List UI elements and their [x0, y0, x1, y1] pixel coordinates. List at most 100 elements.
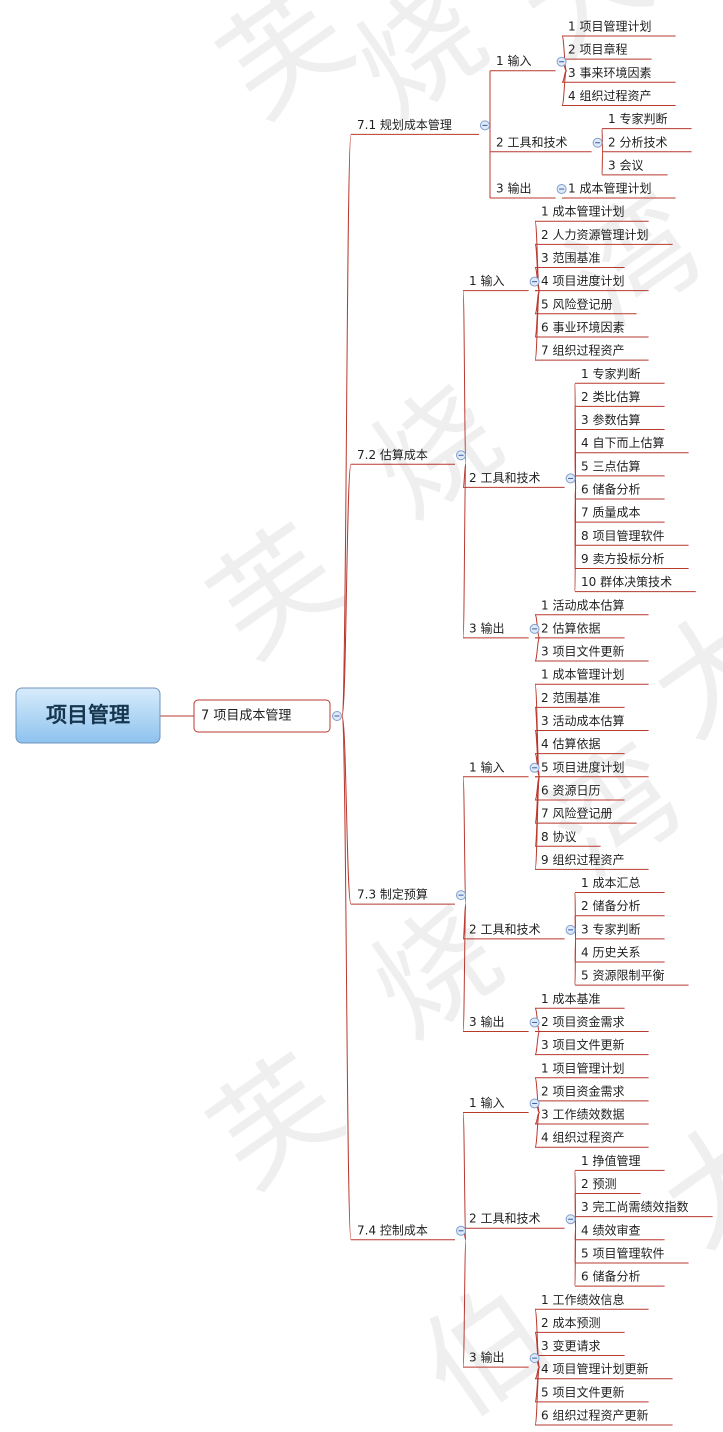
leaf-topic[interactable]: 4 项目管理计划更新 — [541, 1361, 648, 1376]
leaf-topic[interactable]: 10 群体决策技术 — [581, 575, 672, 589]
leaf-topic[interactable]: 4 绩效审查 — [581, 1222, 640, 1237]
topic-level3-4-1[interactable]: 1 输入 — [469, 1095, 504, 1110]
topic-level3-3-1[interactable]: 1 输入 — [469, 759, 504, 774]
leaf-topic[interactable]: 1 活动成本估算 — [541, 597, 624, 612]
leaf-topic[interactable]: 5 三点估算 — [581, 458, 640, 473]
leaf-topic[interactable]: 3 完工尚需绩效指数 — [581, 1199, 688, 1214]
collapse-toggle-icon[interactable] — [565, 473, 576, 484]
topic-level3-2-2[interactable]: 2 工具和技术 — [469, 471, 540, 485]
leaf-topic[interactable]: 1 项目管理计划 — [568, 19, 651, 34]
leaf-topic[interactable]: 3 变更请求 — [541, 1338, 600, 1353]
leaf-topic[interactable]: 1 项目管理计划 — [541, 1060, 624, 1075]
collapse-toggle-icon[interactable] — [529, 1353, 540, 1364]
leaf-topic[interactable]: 2 分析技术 — [608, 135, 667, 149]
collapse-toggle-icon[interactable] — [480, 120, 490, 131]
leaf-topic[interactable]: 1 成本管理计划 — [541, 667, 624, 682]
topic-node-cost-management[interactable]: 7 项目成本管理 — [193, 699, 331, 733]
topic-level3-3-2[interactable]: 2 工具和技术 — [469, 922, 540, 936]
leaf-topic[interactable]: 2 项目章程 — [568, 42, 627, 57]
topic-level3-3-3[interactable]: 3 输出 — [469, 1014, 504, 1029]
topic-level2-2[interactable]: 7.2 估算成本 — [357, 447, 428, 462]
topic-level3-1-3[interactable]: 3 输出 — [496, 181, 531, 196]
leaf-topic[interactable]: 2 类比估算 — [581, 389, 640, 404]
collapse-toggle-icon[interactable] — [556, 184, 567, 195]
collapse-toggle-icon[interactable] — [456, 890, 466, 901]
leaf-topic[interactable]: 3 项目文件更新 — [541, 1037, 624, 1052]
leaf-topic[interactable]: 2 储备分析 — [581, 898, 640, 913]
leaf-topic[interactable]: 4 项目进度计划 — [541, 273, 624, 288]
leaf-topic[interactable]: 2 估算依据 — [541, 620, 600, 635]
leaf-topic[interactable]: 1 成本基准 — [541, 992, 600, 1006]
topic-level3-4-3[interactable]: 3 输出 — [469, 1350, 504, 1365]
leaf-topic[interactable]: 6 事业环境因素 — [541, 319, 624, 334]
collapse-toggle-icon[interactable] — [529, 1017, 540, 1028]
collapse-toggle-icon[interactable] — [529, 276, 540, 287]
leaf-topic[interactable]: 4 自下而上估算 — [581, 435, 664, 450]
leaf-topic[interactable]: 3 事来环境因素 — [568, 65, 651, 80]
topic-level2-4[interactable]: 7.4 控制成本 — [357, 1223, 428, 1237]
leaf-topic[interactable]: 3 会议 — [608, 158, 643, 172]
leaf-topic[interactable]: 6 资源日历 — [541, 783, 600, 797]
watermark-glyph: 芙 — [187, 501, 365, 684]
leaf-topic[interactable]: 1 专家判断 — [581, 366, 640, 381]
leaf-topic[interactable]: 7 风险登记册 — [541, 806, 612, 821]
leaf-topic[interactable]: 3 项目文件更新 — [541, 644, 624, 659]
node-layer: 项目管理 7 项目成本管理 7.1 规划成本管理 1 输入 1 项目管理计划 2 项目章程… — [15, 19, 688, 1423]
leaf-topic[interactable]: 1 工作绩效信息 — [541, 1292, 624, 1307]
watermark-glyph: 芙 — [187, 1031, 365, 1214]
collapse-toggle-icon[interactable] — [565, 924, 576, 935]
leaf-topic[interactable]: 2 人力资源管理计划 — [541, 227, 648, 242]
topic-level2-3[interactable]: 7.3 制定预算 — [357, 887, 428, 902]
leaf-topic[interactable]: 1 成本汇总 — [581, 876, 640, 890]
leaf-topic[interactable]: 1 专家判断 — [608, 111, 667, 126]
leaf-topic[interactable]: 8 项目管理软件 — [581, 528, 664, 543]
leaf-topic[interactable]: 4 历史关系 — [581, 946, 640, 960]
collapse-toggle-icon[interactable] — [565, 1214, 576, 1225]
topic-level3-2-1[interactable]: 1 输入 — [469, 273, 504, 288]
collapse-toggle-icon[interactable] — [592, 137, 603, 148]
leaf-topic[interactable]: 8 协议 — [541, 829, 576, 844]
leaf-topic[interactable]: 4 组织过程资产 — [568, 88, 651, 103]
topic-level3-2-3[interactable]: 3 输出 — [469, 620, 504, 635]
collapse-toggle-icon[interactable] — [456, 450, 466, 461]
topic-level3-1-2[interactable]: 2 工具和技术 — [496, 135, 567, 149]
topic-level3-4-2[interactable]: 2 工具和技术 — [469, 1212, 540, 1226]
topic-level3-1-1[interactable]: 1 输入 — [496, 53, 531, 68]
leaf-topic[interactable]: 2 项目资金需求 — [541, 1014, 624, 1029]
collapse-toggle-icon[interactable] — [456, 1225, 466, 1236]
leaf-topic[interactable]: 7 质量成本 — [581, 506, 640, 520]
leaf-topic[interactable]: 7 组织过程资产 — [541, 343, 624, 358]
leaf-topic[interactable]: 3 专家判断 — [581, 921, 640, 936]
root-topic-node[interactable]: 项目管理 — [15, 687, 161, 744]
leaf-topic[interactable]: 3 活动成本估算 — [541, 713, 624, 728]
collapse-toggle-icon[interactable] — [529, 623, 540, 634]
leaf-topic[interactable]: 1 成本管理计划 — [541, 204, 624, 219]
leaf-topic[interactable]: 6 储备分析 — [581, 482, 640, 497]
leaf-topic[interactable]: 9 卖方投标分析 — [581, 551, 664, 566]
leaf-topic[interactable]: 5 项目进度计划 — [541, 759, 624, 774]
leaf-topic[interactable]: 5 资源限制平衡 — [581, 969, 664, 983]
leaf-topic[interactable]: 6 组织过程资产更新 — [541, 1408, 648, 1423]
leaf-topic[interactable]: 1 成本管理计划 — [568, 181, 651, 196]
topic-label: 7 项目成本管理 — [201, 709, 291, 724]
leaf-topic[interactable]: 3 参数估算 — [581, 412, 640, 427]
leaf-topic[interactable]: 2 成本预测 — [541, 1316, 600, 1330]
leaf-topic[interactable]: 3 范围基准 — [541, 251, 600, 265]
leaf-topic[interactable]: 9 组织过程资产 — [541, 852, 624, 867]
leaf-topic[interactable]: 2 范围基准 — [541, 691, 600, 705]
leaf-topic[interactable]: 6 储备分析 — [581, 1269, 640, 1284]
leaf-topic[interactable]: 4 估算依据 — [541, 736, 600, 751]
leaf-topic[interactable]: 2 项目资金需求 — [541, 1083, 624, 1098]
topic-level2-1[interactable]: 7.1 规划成本管理 — [357, 117, 452, 132]
leaf-topic[interactable]: 2 预测 — [581, 1177, 616, 1191]
leaf-topic[interactable]: 1 挣值管理 — [581, 1153, 640, 1168]
leaf-topic[interactable]: 5 项目管理软件 — [581, 1245, 664, 1260]
collapse-toggle-icon[interactable] — [556, 56, 567, 67]
collapse-toggle-icon[interactable] — [529, 762, 540, 773]
leaf-topic[interactable]: 3 工作绩效数据 — [541, 1107, 624, 1122]
collapse-toggle-icon[interactable] — [529, 1098, 540, 1109]
collapse-toggle-icon[interactable] — [332, 711, 342, 721]
leaf-topic[interactable]: 4 组织过程资产 — [541, 1130, 624, 1145]
leaf-topic[interactable]: 5 项目文件更新 — [541, 1384, 624, 1399]
leaf-topic[interactable]: 5 风险登记册 — [541, 296, 612, 311]
